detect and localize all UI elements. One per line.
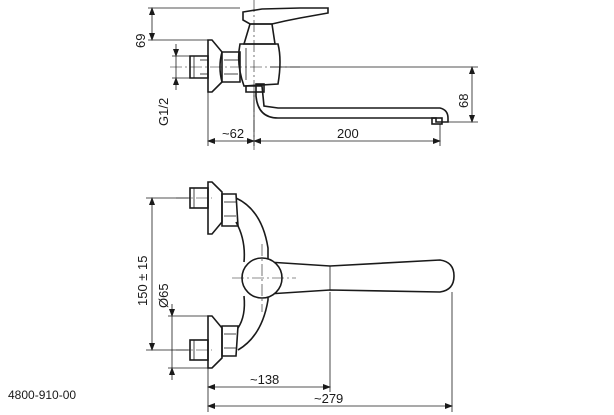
side-view	[170, 0, 449, 150]
front-view	[176, 181, 455, 369]
dim-rosette-diameter-label: Ø65	[156, 283, 171, 308]
dim-spout-reach-label: 200	[337, 126, 359, 141]
dim-thread-label: G1/2	[156, 98, 171, 126]
hex-nut	[219, 51, 241, 83]
dim-center-distance-label: 150 ± 15	[135, 255, 150, 306]
dim-wall-offset-label: ~62	[222, 126, 244, 141]
part-number: 4800-910-00	[8, 388, 77, 402]
top-rosette	[207, 181, 223, 235]
front-body	[235, 197, 269, 351]
body-cap	[242, 23, 276, 45]
dim-69-label: 69	[133, 34, 148, 48]
bottom-nut	[221, 325, 239, 357]
front-dimensions: 150 ± 15 Ø65 ~138 ~279	[135, 197, 453, 412]
dim-lever-reach-label: ~138	[250, 372, 279, 387]
inlet-connector	[189, 55, 209, 79]
spout	[245, 85, 449, 123]
dim-spout-height-label: 68	[456, 94, 471, 108]
lever-handle	[242, 7, 329, 25]
bottom-rosette	[207, 315, 223, 369]
side-dimensions: 69 G1/2 ~62 200 68	[133, 7, 478, 146]
front-spout	[267, 259, 455, 295]
top-nut	[221, 193, 239, 227]
faucet-body	[237, 43, 281, 87]
dim-total-length-label: ~279	[314, 391, 343, 406]
